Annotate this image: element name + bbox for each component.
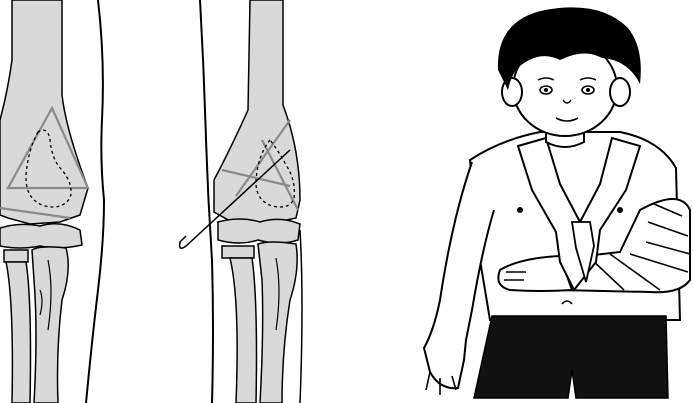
- humerus-bone-1: [0, 0, 88, 224]
- radius-head-1: [4, 250, 28, 262]
- right-nipple: [617, 207, 623, 213]
- joint-2: [218, 219, 300, 243]
- radius-shaft-2: [230, 258, 257, 403]
- radius-head-2: [222, 246, 254, 258]
- arm-outline-2: [200, 0, 213, 403]
- shorts: [474, 316, 668, 398]
- right-ear: [610, 78, 630, 106]
- left-pupil: [544, 88, 548, 92]
- child-figure: [424, 7, 690, 398]
- joint-1: [0, 224, 82, 248]
- xray-panel-1: [0, 0, 104, 403]
- radius-shaft-1: [6, 262, 31, 403]
- left-nipple: [517, 207, 523, 213]
- right-edge-2: [300, 230, 302, 403]
- right-pupil: [586, 88, 590, 92]
- arm-outline-1: [86, 0, 104, 403]
- xray-panel-2: [180, 0, 302, 403]
